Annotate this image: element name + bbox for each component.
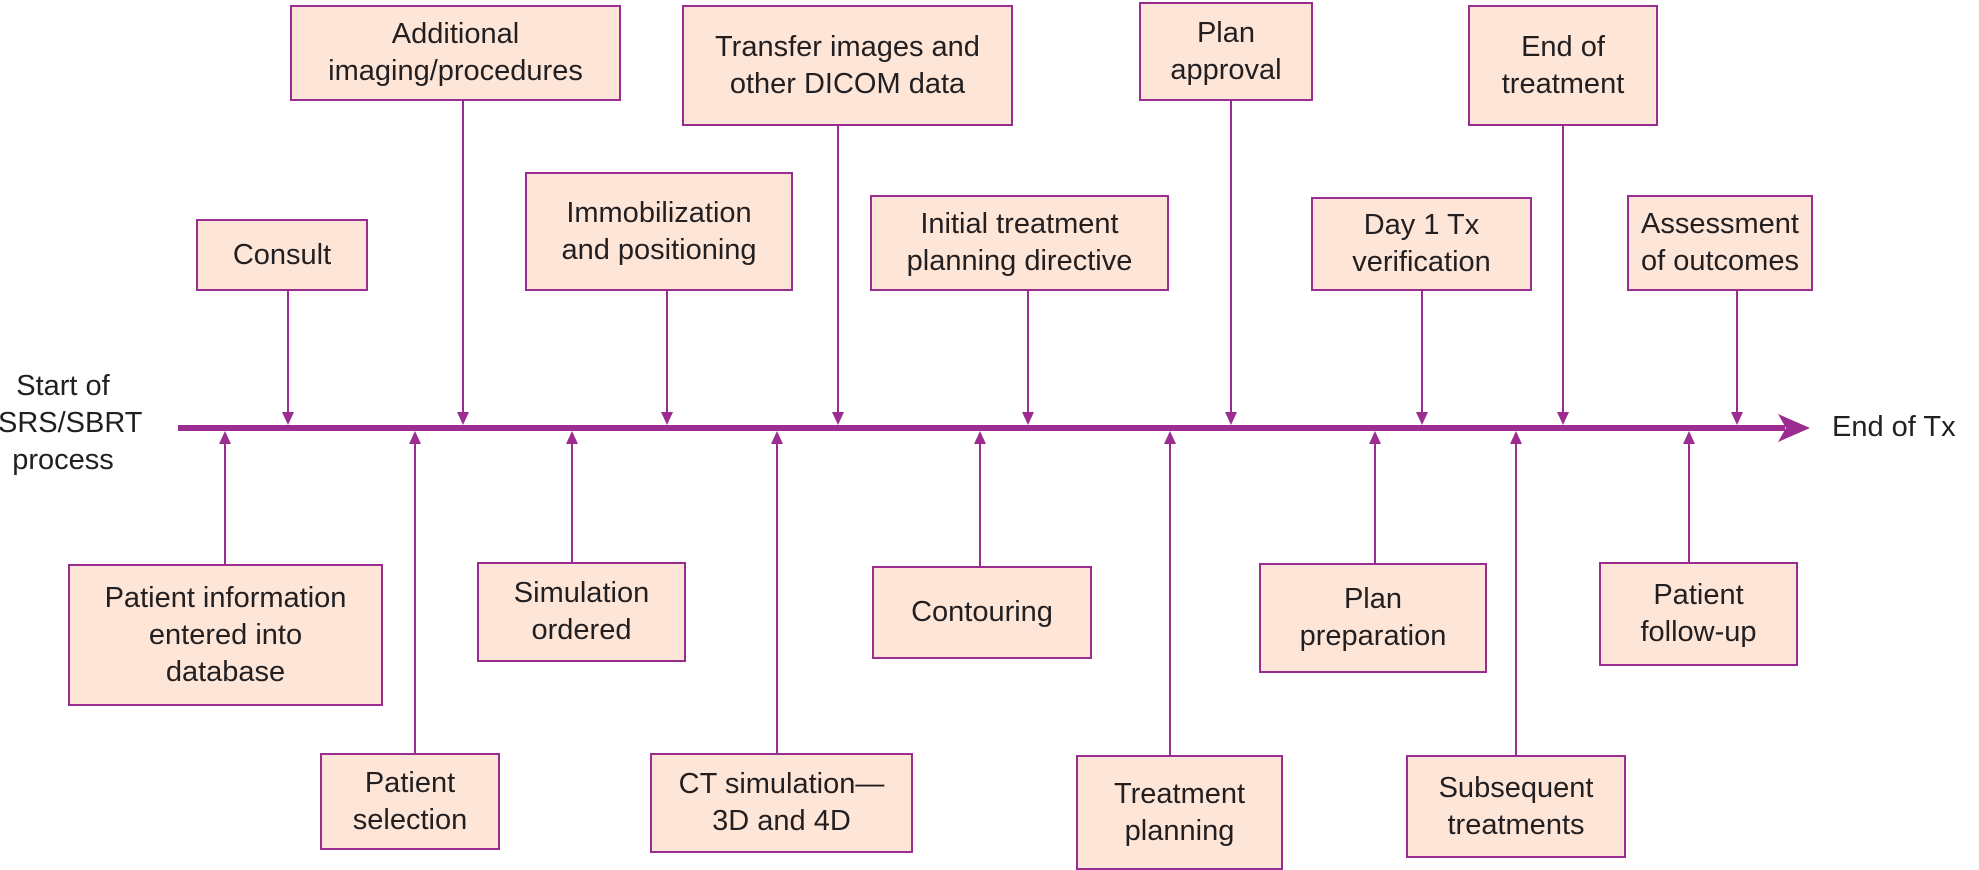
arrow-down-icon [1225,412,1237,425]
arrow-up-icon [566,431,578,444]
step-consult: Consult [196,219,368,291]
arrow-up-icon [1510,431,1522,444]
arrow-up-icon [1164,431,1176,444]
arrow-down-icon [1416,412,1428,425]
arrow-down-icon [1022,412,1034,425]
step-patient-information: Patient information entered into databas… [68,564,383,706]
step-initial-directive: Initial treatment planning directive [870,195,1169,291]
arrow-down-icon [1731,412,1743,425]
step-ct-simulation: CT simulation— 3D and 4D [650,753,913,853]
arrow-down-icon [832,412,844,425]
step-treatment-planning: Treatment planning [1076,755,1283,870]
step-plan-preparation: Plan preparation [1259,563,1487,673]
timeline-arrowhead-icon [1778,414,1810,442]
arrow-down-icon [282,412,294,425]
step-patient-follow-up: Patient follow-up [1599,562,1798,666]
step-end-of-treatment: End of treatment [1468,5,1658,126]
step-transfer-images: Transfer images and other DICOM data [682,5,1013,126]
arrow-up-icon [1683,431,1695,444]
arrow-down-icon [1557,412,1569,425]
step-immobilization: Immobilization and positioning [525,172,793,291]
arrow-up-icon [771,431,783,444]
step-simulation-ordered: Simulation ordered [477,562,686,662]
arrow-up-icon [219,431,231,444]
step-additional-imaging: Additional imaging/procedures [290,5,621,101]
step-plan-approval: Plan approval [1139,2,1313,101]
end-label: End of Tx [1832,411,1956,443]
arrow-up-icon [974,431,986,444]
arrow-up-icon [409,431,421,444]
step-patient-selection: Patient selection [320,753,500,850]
arrow-down-icon [457,412,469,425]
step-day1-verification: Day 1 Tx verification [1311,197,1532,291]
start-label: Start of SRS/SBRT process [0,370,143,476]
step-assessment: Assessment of outcomes [1627,195,1813,291]
arrow-up-icon [1369,431,1381,444]
arrow-down-icon [661,412,673,425]
step-contouring: Contouring [872,566,1092,659]
step-subsequent-treatments: Subsequent treatments [1406,755,1626,858]
